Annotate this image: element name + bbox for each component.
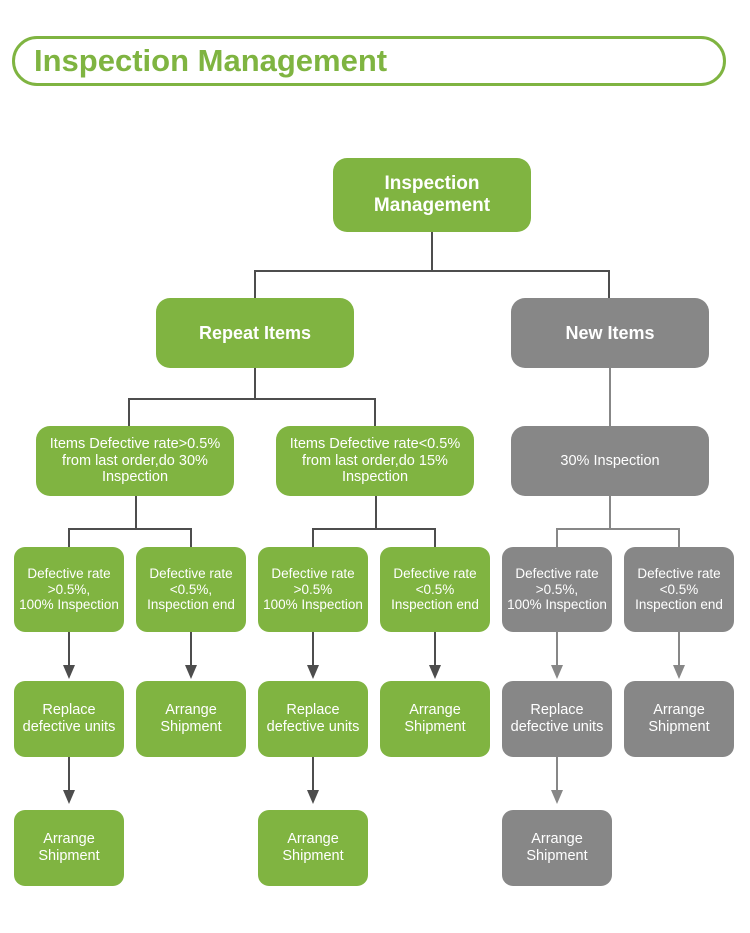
node-r1-defective-high[interactable]: Defective rate>0.5%,100% Inspection — [14, 547, 124, 632]
connector-repeat-lo-bar — [312, 528, 434, 530]
connector-to-r1-hi — [68, 528, 70, 547]
node-r1-defective-low[interactable]: Defective rate<0.5%,Inspection end — [136, 547, 246, 632]
connector-to-n-lo — [678, 528, 680, 547]
connector-to-repeat-items — [254, 270, 256, 298]
arrow-r2-lo-to-arrange — [427, 632, 443, 680]
connector-root-stem — [431, 232, 433, 270]
connector-repeat-hi-stem — [135, 496, 137, 528]
arrow-n-lo-to-arrange — [671, 632, 687, 680]
node-repeat-items[interactable]: Repeat Items — [156, 298, 354, 368]
arrow-replace1-to-arrange — [61, 757, 77, 805]
node-r2-defective-low[interactable]: Defective rate<0.5%Inspection end — [380, 547, 490, 632]
connector-new-30-stem — [609, 496, 611, 528]
page-title: Inspection Management — [34, 43, 388, 78]
connector-repeat-bar — [128, 398, 376, 400]
node-repeat-defect-low[interactable]: Items Defective rate<0.5%from last order… — [276, 426, 474, 496]
connector-repeat-hi-bar — [68, 528, 192, 530]
header-frame — [12, 36, 726, 86]
arrow-replace2-to-arrange — [305, 757, 321, 805]
arrow-replace3-to-arrange — [549, 757, 565, 805]
connector-level1-bar — [254, 270, 610, 272]
arrow-r2-hi-to-replace — [305, 632, 321, 680]
node-new-defective-low[interactable]: Defective rate<0.5%Inspection end — [624, 547, 734, 632]
arrow-r1-hi-to-replace — [61, 632, 77, 680]
connector-to-r2-lo — [434, 528, 436, 547]
node-new-defective-high[interactable]: Defective rate>0.5%,100% Inspection — [502, 547, 612, 632]
node-inspection-management[interactable]: Inspection Management — [333, 158, 531, 232]
connector-to-repeat-lo — [374, 398, 376, 426]
connector-new-items-stem — [609, 368, 611, 426]
connector-repeat-lo-stem — [375, 496, 377, 528]
connector-to-repeat-hi — [128, 398, 130, 426]
node-repeat-defect-high[interactable]: Items Defective rate>0.5%from last order… — [36, 426, 234, 496]
connector-repeat-items-stem — [254, 368, 256, 398]
arrow-r1-lo-to-arrange — [183, 632, 199, 680]
connector-new-30-bar — [556, 528, 680, 530]
connector-to-r1-lo — [190, 528, 192, 547]
node-r2-defective-high[interactable]: Defective rate>0.5%100% Inspection — [258, 547, 368, 632]
node-new-items[interactable]: New Items — [511, 298, 709, 368]
node-new-30-inspection[interactable]: 30% Inspection — [511, 426, 709, 496]
arrow-n-hi-to-replace — [549, 632, 565, 680]
connector-to-n-hi — [556, 528, 558, 547]
connector-to-r2-hi — [312, 528, 314, 547]
connector-to-new-items — [608, 270, 610, 298]
